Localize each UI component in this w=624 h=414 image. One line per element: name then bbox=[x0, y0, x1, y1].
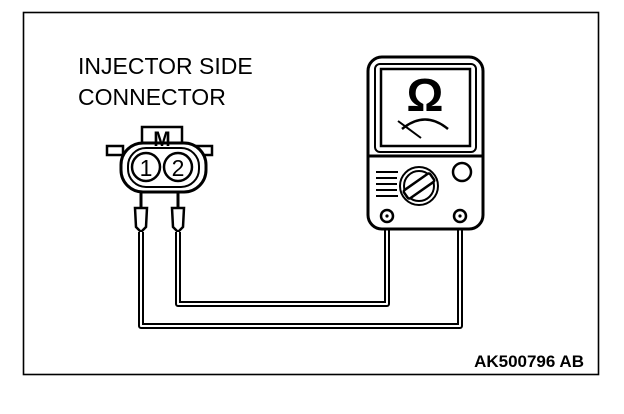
figure-code: AK500796 AB bbox=[474, 352, 584, 371]
injector-connector bbox=[105, 125, 214, 194]
ohm-symbol-icon: Ω bbox=[407, 69, 444, 121]
range-dial-icon bbox=[402, 172, 436, 200]
probe-1-tip bbox=[133, 206, 149, 234]
terminal-2 bbox=[162, 151, 194, 183]
connector-label-line2: CONNECTOR bbox=[78, 84, 226, 110]
probe-2-tip bbox=[170, 206, 186, 234]
connector-probes bbox=[133, 192, 186, 234]
meter-display bbox=[379, 67, 472, 148]
lead-terminal2-to-left-jack bbox=[177, 216, 388, 305]
range-dial-marks bbox=[376, 171, 398, 197]
multimeter bbox=[366, 55, 485, 231]
meter-needle bbox=[397, 120, 422, 139]
terminal-1 bbox=[130, 151, 162, 183]
connector-left-tab bbox=[105, 144, 125, 157]
lead-terminal1-to-right-jack bbox=[140, 216, 461, 327]
connector-label-line1: INJECTOR SIDE bbox=[78, 53, 253, 79]
terminal-2-label: 2 bbox=[172, 155, 185, 181]
terminal-1-label: 1 bbox=[140, 155, 153, 181]
test-leads bbox=[138, 216, 463, 329]
connector-key-letter: M bbox=[153, 128, 171, 151]
figure-frame bbox=[22, 11, 600, 376]
zero-adjust-knob-icon bbox=[451, 161, 473, 183]
